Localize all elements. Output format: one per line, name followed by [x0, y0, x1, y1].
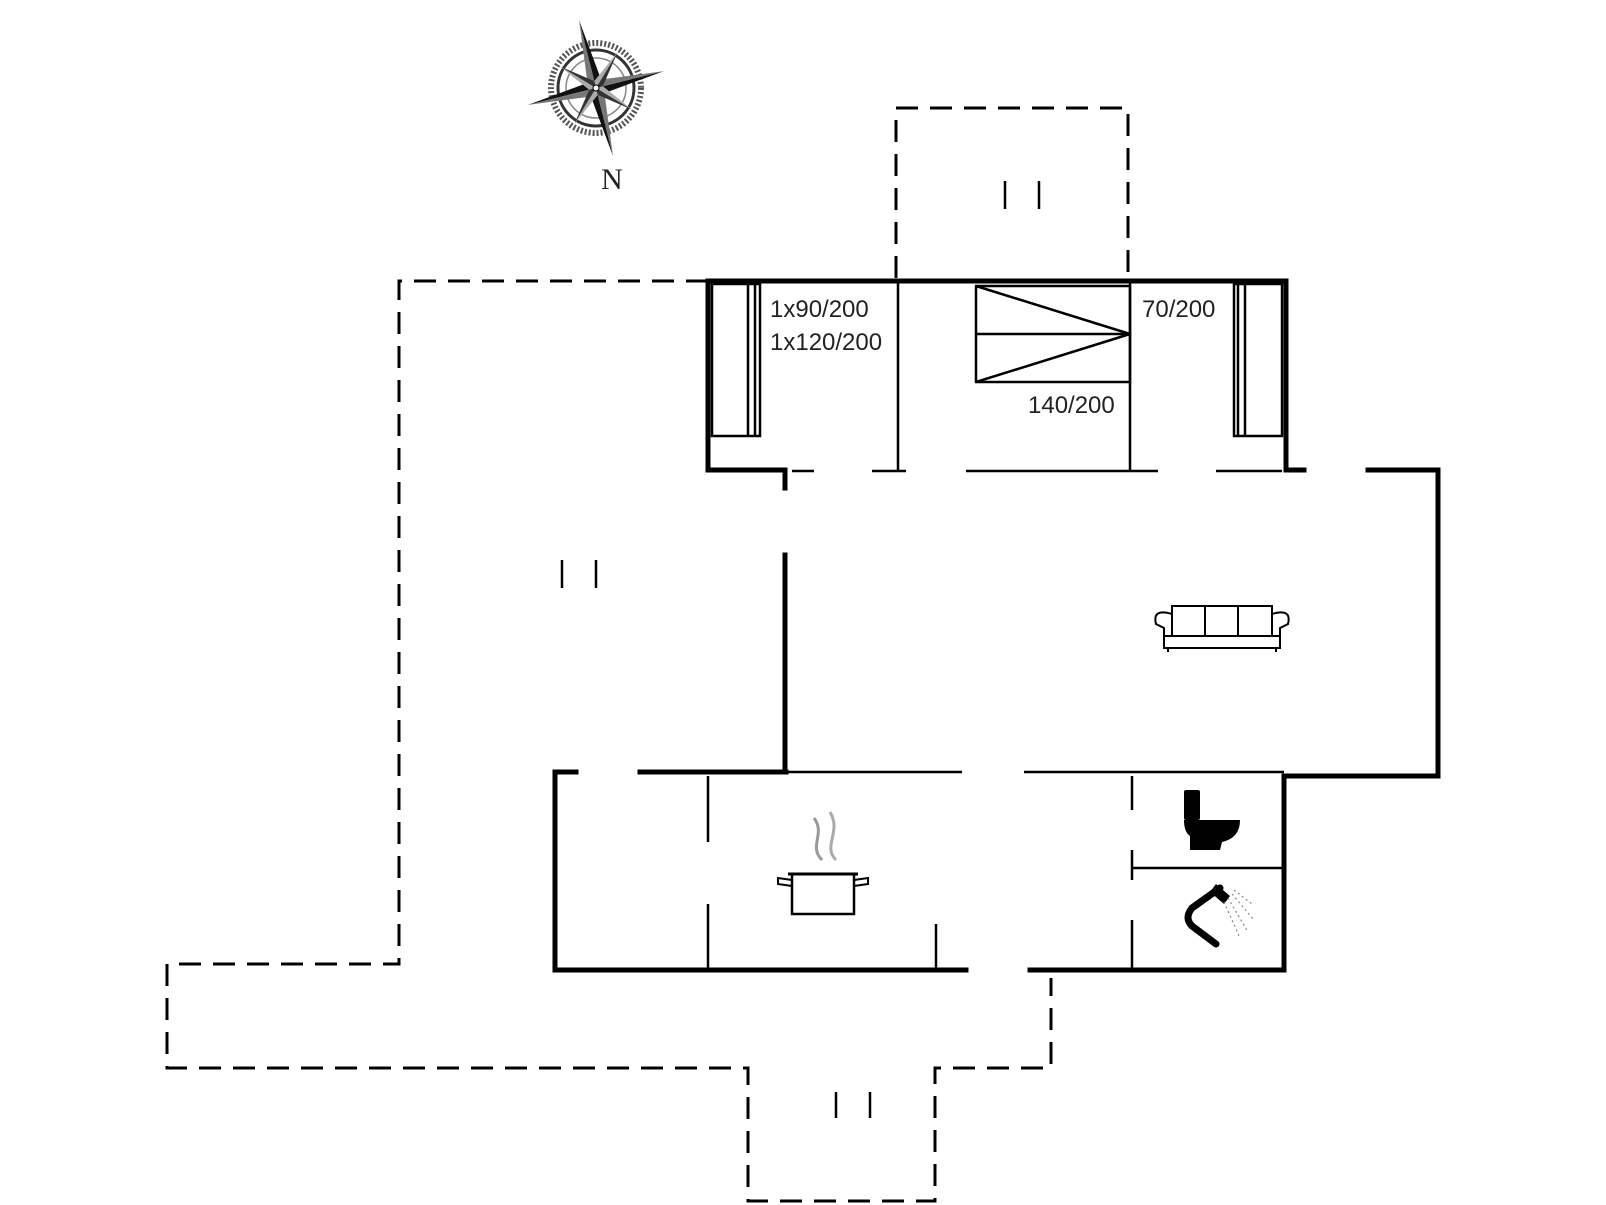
toilet-icon [1184, 790, 1240, 850]
shower-icon [1184, 884, 1255, 948]
bed-label-70: 70/200 [1142, 296, 1215, 323]
terrace-marker-icon [560, 560, 598, 588]
terrace-north-outline [894, 106, 1130, 278]
interior-walls [706, 281, 1284, 968]
sofa-icon [1154, 605, 1290, 652]
compass-rose-icon [528, 20, 664, 156]
bed-label-1x120: 1x120/200 [770, 329, 882, 356]
north-label: N [601, 163, 623, 196]
exterior-walls [552, 278, 1441, 973]
bed-label-140: 140/200 [1028, 392, 1115, 419]
terrace-marker-icon [1003, 181, 1041, 209]
terrace-marker-icon [834, 1092, 872, 1118]
bed-label-1x90: 1x90/200 [770, 296, 869, 323]
cooking-pot-icon [777, 811, 869, 916]
terrace-west-outline [165, 279, 1053, 1203]
